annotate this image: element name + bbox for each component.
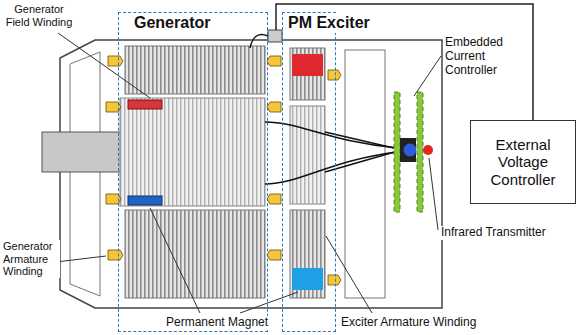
- leader-line: [240, 292, 298, 313]
- generator-region: Generator: [118, 12, 268, 332]
- rotor-wire: [265, 152, 398, 184]
- permanent-magnet-blue: [292, 268, 323, 290]
- generator-rotor: [120, 98, 265, 206]
- controller-box: External Voltage Controller: [470, 120, 576, 204]
- exciter-region: PM Exciter: [282, 12, 336, 332]
- right-end-bell: [345, 50, 385, 298]
- field-winding-red: [128, 100, 162, 109]
- leader-lines: [56, 33, 441, 313]
- infrared-receiver: [404, 144, 417, 157]
- terminal-box: [268, 30, 282, 42]
- end-turn: [108, 250, 123, 260]
- controller-hub: [400, 138, 416, 162]
- part-label: Permanent Magnet: [165, 316, 269, 330]
- region-heading: PM Exciter: [285, 13, 373, 33]
- end-turn: [328, 275, 341, 285]
- region-heading: Generator: [131, 13, 213, 33]
- field-winding-blue: [128, 196, 162, 205]
- part-label: Exciter Armature Winding: [340, 316, 477, 330]
- generator-stator: [125, 46, 265, 94]
- controller-board: [417, 92, 423, 212]
- part-label: Embedded Current Controller: [444, 36, 528, 77]
- leader-line: [429, 158, 438, 230]
- end-turn: [267, 102, 281, 112]
- controller-wire: [276, 4, 533, 120]
- leader-line: [56, 256, 106, 262]
- exciter-stator: [290, 48, 325, 100]
- leader-line: [326, 236, 372, 313]
- shaft: [42, 132, 127, 172]
- end-turn: [328, 70, 341, 80]
- winding-end-turns: [106, 56, 341, 285]
- generator-stator: [125, 210, 265, 298]
- box-label: External Voltage Controller: [475, 136, 571, 188]
- end-turn: [267, 56, 281, 66]
- part-label: Generator Field Winding: [2, 3, 76, 28]
- end-turn: [267, 194, 281, 204]
- rotor-wire: [265, 122, 398, 148]
- permanent-magnet-red: [292, 54, 323, 76]
- end-turn: [108, 56, 123, 66]
- exciter-stator: [290, 210, 325, 298]
- leader-line: [58, 33, 150, 98]
- stator-lead: [250, 35, 268, 49]
- controller-board: [394, 92, 400, 212]
- exciter-rotor: [290, 106, 325, 204]
- rotor-wires: [265, 122, 398, 184]
- part-label: Infrared Transmitter: [440, 226, 547, 240]
- leader-line: [150, 208, 200, 313]
- leader-line: [414, 56, 441, 96]
- infrared-transmitter: [423, 145, 433, 155]
- end-turn: [267, 250, 281, 260]
- part-label: Generator Armature Winding: [2, 240, 60, 278]
